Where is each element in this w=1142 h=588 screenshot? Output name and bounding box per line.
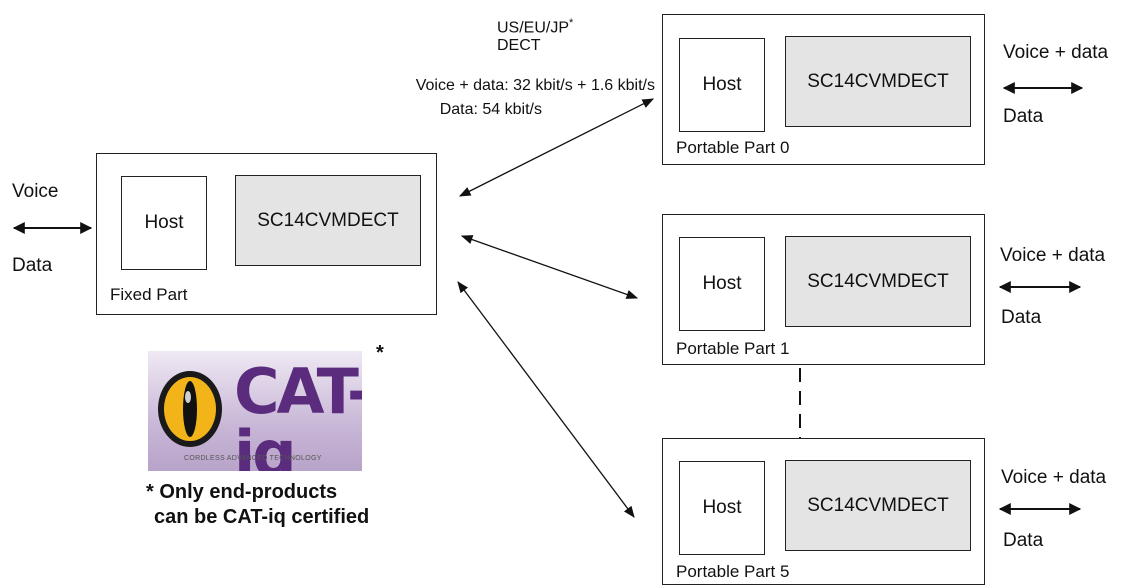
portable-part-5-io-bottom: Data (1003, 530, 1044, 551)
fixed-part-io-top: Voice (12, 181, 59, 202)
fixed-part-box: Host SC14CVMDECT Fixed Part (96, 153, 437, 315)
portable-part-0-box: Host SC14CVMDECT Portable Part 0 (662, 14, 985, 165)
portable-part-1-box: Host SC14CVMDECT Portable Part 1 (662, 214, 985, 365)
portable-part-1-io-top: Voice + data (1000, 245, 1106, 266)
fixed-part-host: Host (121, 176, 207, 270)
cat-eye-icon (158, 371, 222, 447)
portable-part-1-host-label: Host (702, 273, 742, 294)
radio-link-pp1 (460, 235, 639, 299)
radio-standard-line1: US/EU/JP (497, 19, 570, 37)
cat-iq-wordmark: CAT-iq (234, 355, 362, 472)
portable-part-5-chip: SC14CVMDECT (785, 460, 971, 551)
radio-link-pp0 (458, 98, 655, 197)
radio-link-pp5 (457, 281, 635, 518)
portable-part-1-host: Host (679, 237, 765, 331)
radio-rate-label: Voice + data: 32 kbit/s + 1.6 kbit/s Dat… (300, 74, 655, 122)
portable-part-5-caption: Portable Part 5 (676, 562, 790, 581)
radio-rate-line1: Voice + data: 32 kbit/s + 1.6 kbit/s (415, 77, 655, 94)
portable-part-1-chip-label: SC14CVMDECT (807, 270, 949, 292)
radio-standard-label: US/EU/JP* DECT (497, 14, 573, 55)
fixed-part-chip-label: SC14CVMDECT (257, 209, 399, 231)
cat-iq-logo: CAT-iq CORDLESS ADVANCED TECHNOLOGY (148, 351, 362, 471)
cat-iq-tagline: CORDLESS ADVANCED TECHNOLOGY (184, 455, 322, 462)
portable-part-0-host: Host (679, 38, 765, 132)
portable-part-1-io-bottom: Data (1001, 307, 1042, 328)
certification-footnote: * Only end-products can be CAT-iq certif… (146, 480, 369, 530)
portable-part-5-host: Host (679, 461, 765, 555)
fixed-part-io-bottom: Data (12, 255, 53, 276)
fixed-part-caption: Fixed Part (110, 285, 188, 304)
portable-part-1-caption: Portable Part 1 (676, 339, 790, 358)
portable-part-5-host-label: Host (702, 497, 742, 518)
portable-part-0-chip: SC14CVMDECT (785, 36, 971, 127)
radio-rate-line2: Data: 54 kbit/s (439, 101, 542, 118)
radio-standard-line2: DECT (497, 37, 541, 55)
portable-part-0-host-label: Host (702, 74, 742, 95)
portable-part-5-box: Host SC14CVMDECT Portable Part 5 (662, 438, 985, 585)
footnote-line2: can be CAT-iq certified (154, 506, 370, 528)
portable-part-0-chip-label: SC14CVMDECT (807, 70, 949, 92)
logo-asterisk: * (376, 342, 384, 364)
fixed-part-host-label: Host (144, 212, 184, 233)
portable-part-5-chip-label: SC14CVMDECT (807, 494, 949, 516)
fixed-part-chip: SC14CVMDECT (235, 175, 421, 266)
portable-part-0-io-bottom: Data (1003, 106, 1044, 127)
portable-part-5-io-top: Voice + data (1001, 467, 1107, 488)
portable-part-1-chip: SC14CVMDECT (785, 236, 971, 327)
portable-part-0-caption: Portable Part 0 (676, 138, 790, 157)
radio-standard-asterisk: * (569, 17, 574, 29)
portable-part-0-io-top: Voice + data (1003, 42, 1109, 63)
footnote-line1: * Only end-products (146, 481, 338, 503)
